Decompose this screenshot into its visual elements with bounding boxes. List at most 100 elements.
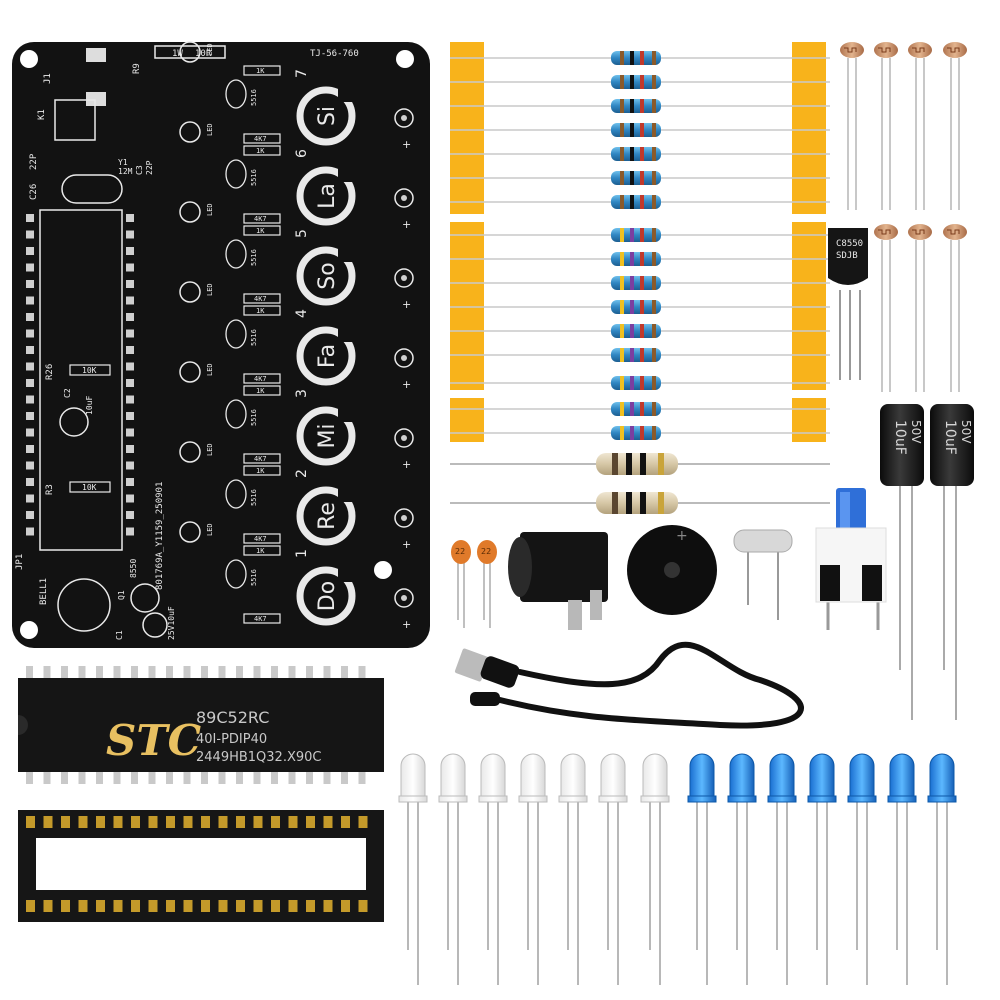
socket-hole — [26, 816, 35, 828]
socket-hole — [113, 816, 123, 828]
chip-pin — [183, 666, 191, 680]
chip-pin — [61, 666, 68, 680]
socket-hole — [166, 816, 175, 828]
socket-hole — [341, 816, 350, 828]
resistor-band — [652, 171, 656, 185]
socket-pad — [26, 313, 34, 321]
socket-pad — [126, 511, 134, 519]
resistor-band — [652, 51, 656, 65]
led-label: LED — [206, 203, 214, 216]
ldr-label: 5516 — [250, 569, 258, 586]
socket-pad — [126, 395, 134, 404]
socket-pad — [126, 445, 134, 453]
resistor-band — [652, 348, 656, 362]
note-ring — [296, 326, 356, 386]
c2-label: C2 — [63, 388, 72, 398]
jp1-label: JP1 — [15, 554, 25, 570]
chip-pin — [43, 770, 51, 784]
resistor-outline — [243, 613, 281, 624]
led-dome — [769, 753, 795, 801]
socket-pad — [126, 478, 134, 486]
note-pad-4: So5+ — [294, 229, 414, 311]
note-pad-5: La6+ — [294, 149, 414, 231]
socket-hole — [236, 816, 245, 828]
resistor-value: 4K7 — [254, 135, 267, 143]
ldr-footprint — [225, 319, 247, 349]
led-dome — [520, 753, 546, 801]
resistor-band — [652, 195, 656, 209]
resistor — [450, 123, 830, 137]
resistor-band — [652, 99, 656, 113]
resistor-band — [640, 276, 644, 290]
chip-pin — [78, 770, 86, 784]
resistor-band — [640, 195, 644, 209]
chip-package: 40I-PDIP40 — [196, 732, 267, 747]
led — [927, 753, 957, 985]
led-dome — [729, 753, 755, 801]
note-number: 1 — [294, 549, 310, 558]
chip-pin — [201, 666, 208, 680]
plus-sign: + — [402, 618, 411, 631]
led — [518, 753, 548, 985]
socket-pad — [126, 296, 134, 305]
resistor-value: 4K7 — [254, 295, 267, 303]
socket-hole — [288, 816, 298, 828]
resistor-strip — [450, 51, 830, 440]
note-number: 5 — [294, 229, 310, 238]
note-ring-gap — [338, 166, 352, 182]
top-resistor-power: 1W — [172, 49, 183, 59]
ceramic-capacitor: 22 — [477, 540, 497, 628]
led-rim — [927, 795, 957, 803]
led-label: LED — [206, 123, 214, 136]
led-footprint — [179, 361, 201, 383]
socket-pad — [26, 346, 34, 354]
chip-pin — [148, 770, 156, 784]
resistor-band — [630, 252, 634, 266]
chip-pin — [358, 666, 366, 680]
resistor-band — [620, 252, 624, 266]
resistor-band — [640, 300, 644, 314]
socket-pad — [26, 379, 34, 387]
socket-hole — [341, 900, 350, 912]
socket-pad — [126, 494, 134, 503]
c1-label: C1 — [115, 630, 124, 640]
pad — [401, 355, 407, 361]
led-rim — [558, 795, 588, 803]
resistor-band — [652, 376, 656, 390]
resistor — [450, 171, 830, 185]
ldr-label: 5516 — [250, 249, 258, 266]
chip-pin — [61, 770, 68, 784]
led-rim — [518, 795, 548, 803]
resistor-band — [630, 147, 634, 161]
chip-pin — [218, 770, 226, 784]
socket-hole — [271, 816, 280, 828]
chip-pin — [26, 770, 33, 784]
socket-pad — [126, 230, 134, 239]
socket-hole — [253, 816, 263, 828]
chip-pin — [131, 666, 138, 680]
note-ring-gap — [338, 326, 352, 342]
led-footprint — [394, 188, 414, 208]
resistor — [450, 99, 830, 113]
photoresistor — [943, 224, 967, 392]
c2-value: 10uF — [85, 396, 94, 415]
note-name: Re — [315, 502, 340, 530]
socket-pad — [26, 214, 34, 222]
led-footprint — [179, 281, 201, 303]
chip-pin — [201, 770, 208, 784]
socket-hole — [43, 900, 53, 912]
led-footprint — [179, 41, 201, 63]
note-name: Fa — [315, 344, 340, 368]
led-rim — [727, 795, 757, 803]
ldr-track — [878, 229, 891, 235]
electrolytic-capacitor: 10uF 50V — [930, 404, 974, 720]
socket-pad — [26, 230, 34, 239]
resistor-band — [652, 75, 656, 89]
q1-label: Q1 — [117, 590, 126, 600]
cap-voltage: 50V — [959, 420, 973, 444]
note-number: 3 — [294, 389, 310, 398]
chip-pin — [271, 666, 278, 680]
chip-model: 89C52RC — [196, 708, 269, 727]
